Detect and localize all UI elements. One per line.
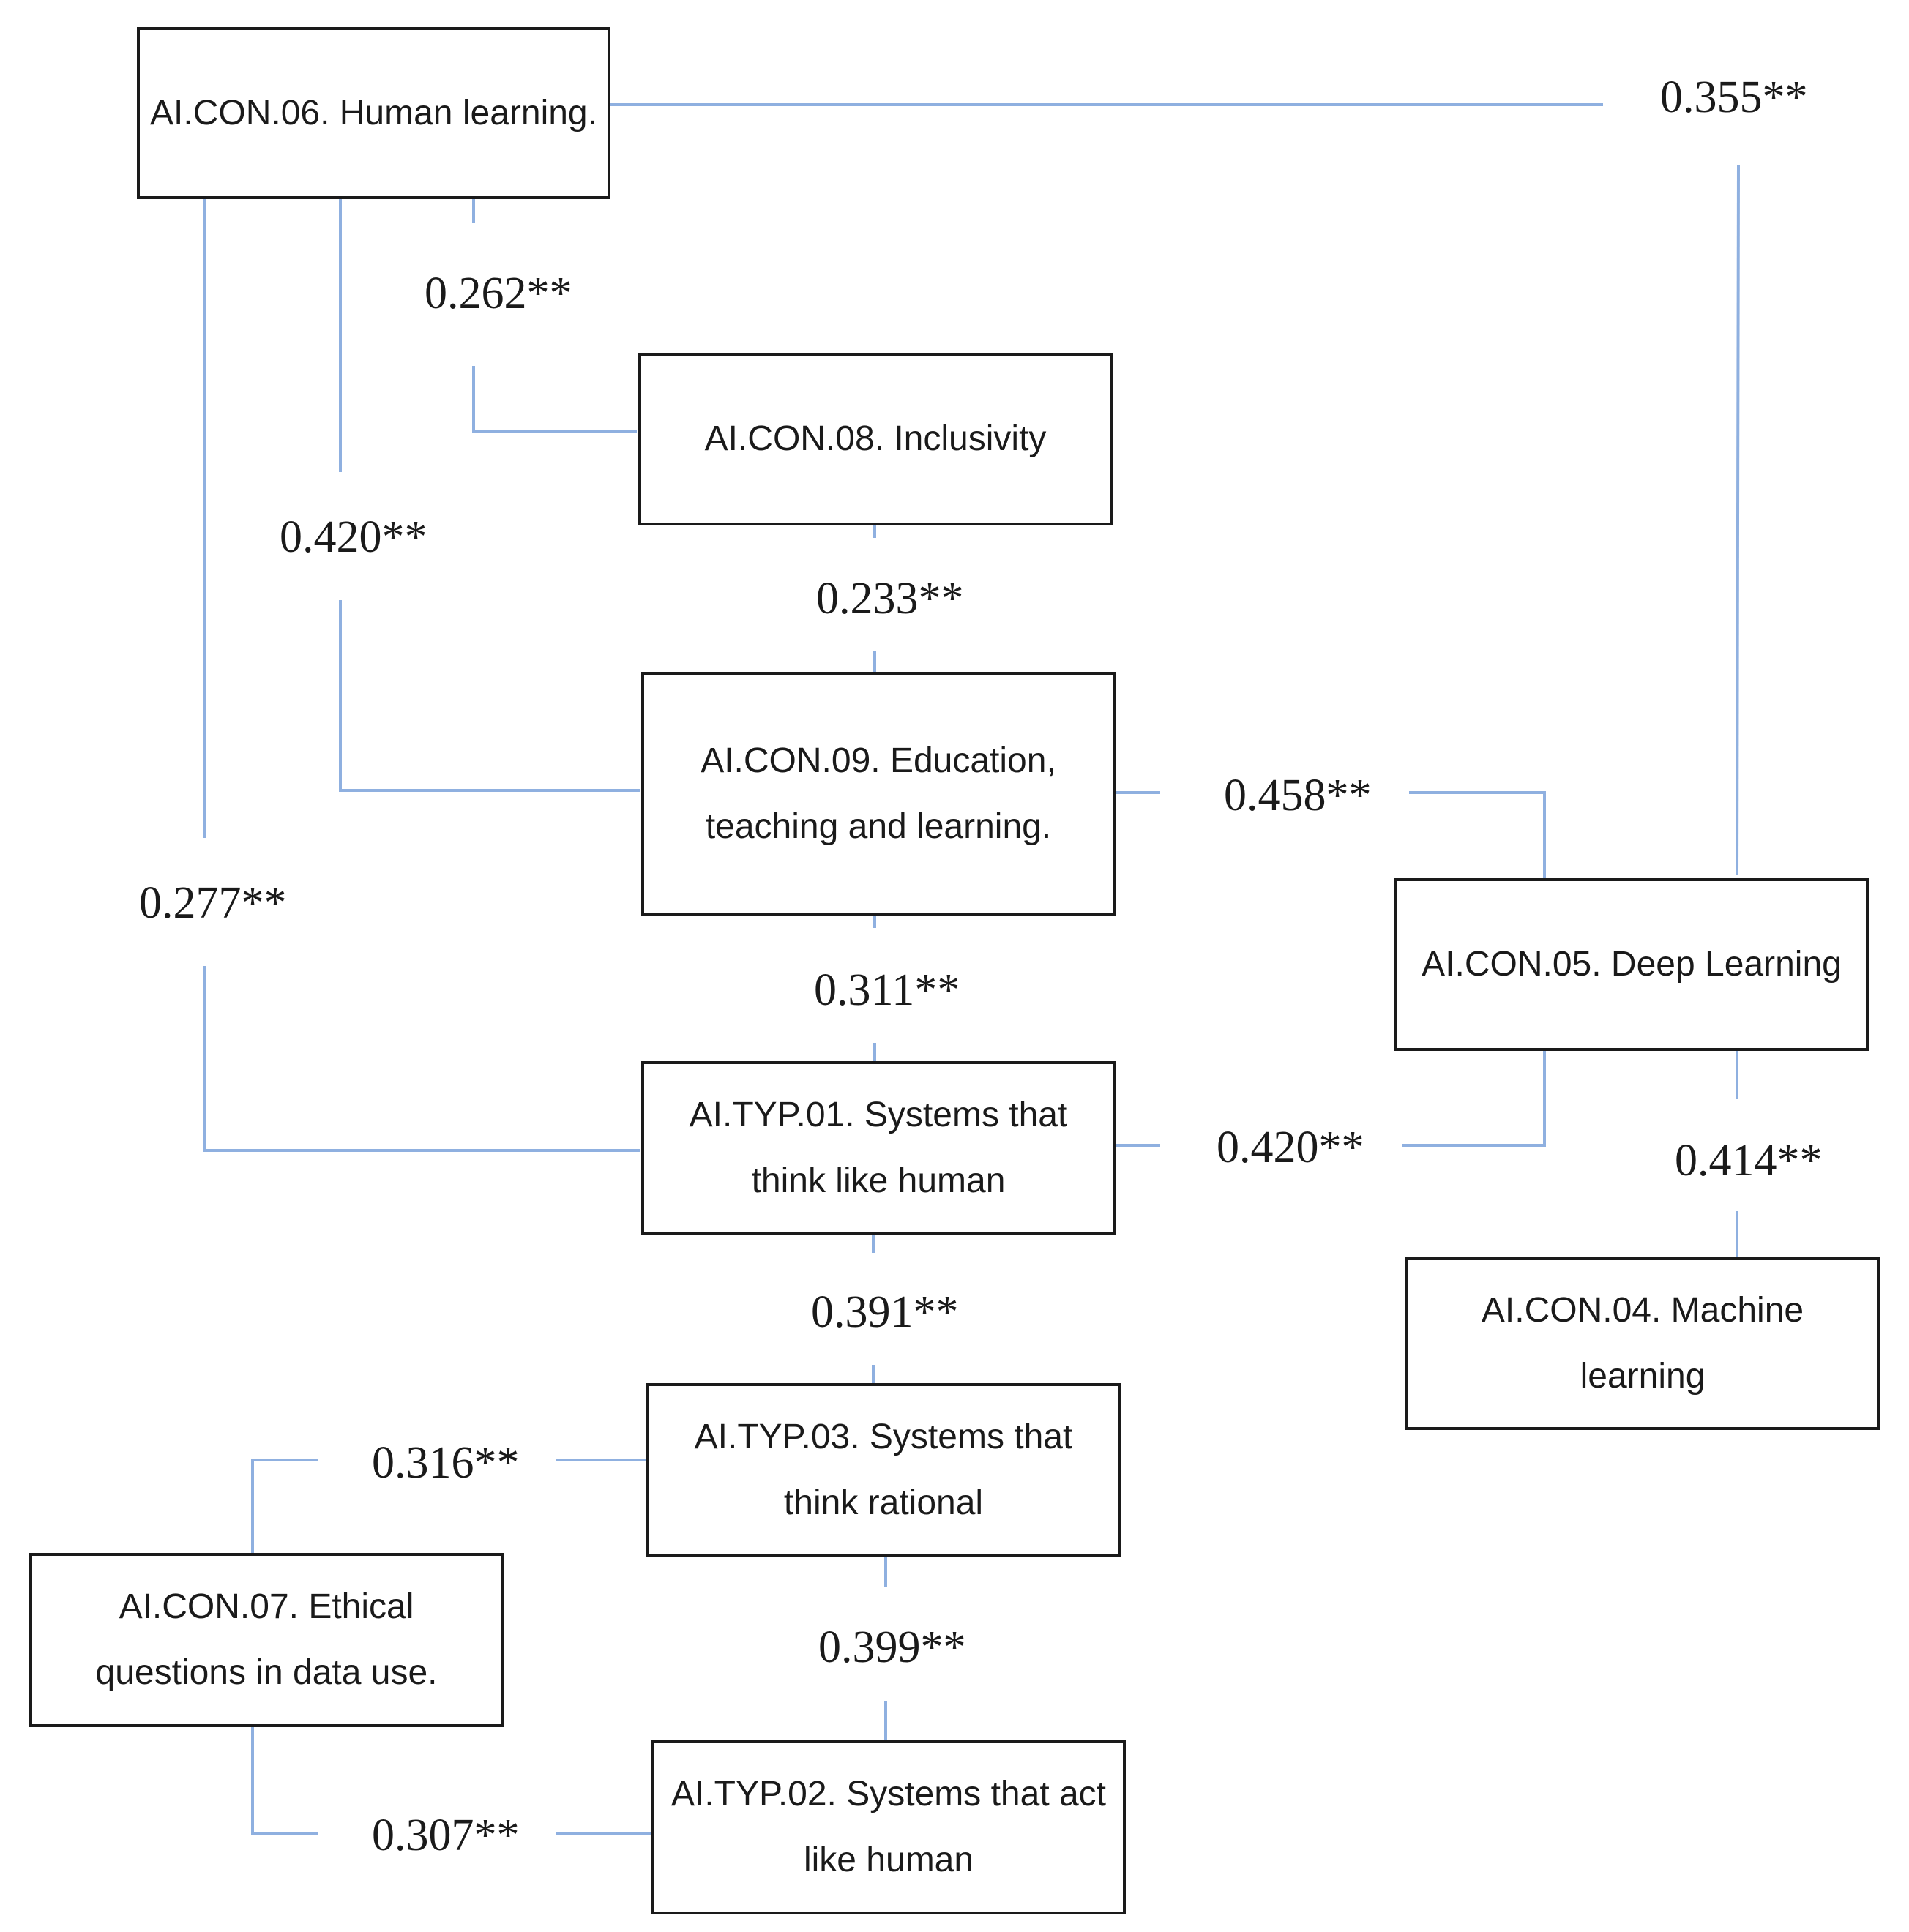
node-con07: AI.CON.07. Ethical questions in data use… bbox=[29, 1553, 504, 1727]
node-con04: AI.CON.04. Machine learning bbox=[1405, 1257, 1880, 1430]
node-typ01: AI.TYP.01. Systems that think like human bbox=[641, 1061, 1116, 1235]
edge-label-con09-typ01: 0.311** bbox=[814, 965, 960, 1015]
edge-label-con08-con09: 0.233** bbox=[816, 574, 964, 624]
edge-typ03-con07 bbox=[251, 1459, 318, 1553]
edge-con06-typ01 bbox=[203, 966, 640, 1152]
edge-label-typ03-con07: 0.316** bbox=[372, 1438, 520, 1488]
edge-label-con06-con09: 0.420** bbox=[280, 512, 427, 562]
edge-label-con07-typ02: 0.307** bbox=[372, 1811, 520, 1860]
edge-typ01-con05 bbox=[1402, 1050, 1546, 1147]
node-typ02: AI.TYP.02. Systems that act like human bbox=[651, 1740, 1126, 1914]
edge-con09-con05 bbox=[1409, 791, 1546, 878]
edge-con06-con09 bbox=[339, 600, 640, 792]
node-con09: AI.CON.09. Education, teaching and learn… bbox=[641, 672, 1116, 916]
edge-label-con05-con04: 0.414** bbox=[1675, 1136, 1823, 1186]
edge-label-typ01-typ03: 0.391** bbox=[811, 1287, 959, 1337]
edge-con06-con05 bbox=[1736, 164, 1740, 875]
edge-label-con06-con05: 0.355** bbox=[1660, 72, 1808, 122]
node-typ03: AI.TYP.03. Systems that think rational bbox=[646, 1383, 1121, 1557]
edge-label-con09-con05: 0.458** bbox=[1224, 771, 1372, 820]
node-con08: AI.CON.08. Inclusivity bbox=[638, 353, 1113, 525]
node-con05: AI.CON.05. Deep Learning bbox=[1394, 878, 1869, 1051]
edge-label-con06-con08: 0.262** bbox=[425, 269, 572, 318]
node-con06: AI.CON.06. Human learning. bbox=[137, 27, 610, 199]
edge-con06-con08 bbox=[472, 366, 637, 433]
edge-con07-typ02 bbox=[251, 1727, 318, 1835]
edge-label-typ01-con05: 0.420** bbox=[1217, 1123, 1364, 1172]
edge-label-typ03-typ02: 0.399** bbox=[818, 1622, 966, 1672]
edge-label-con06-typ01: 0.277** bbox=[139, 878, 287, 928]
